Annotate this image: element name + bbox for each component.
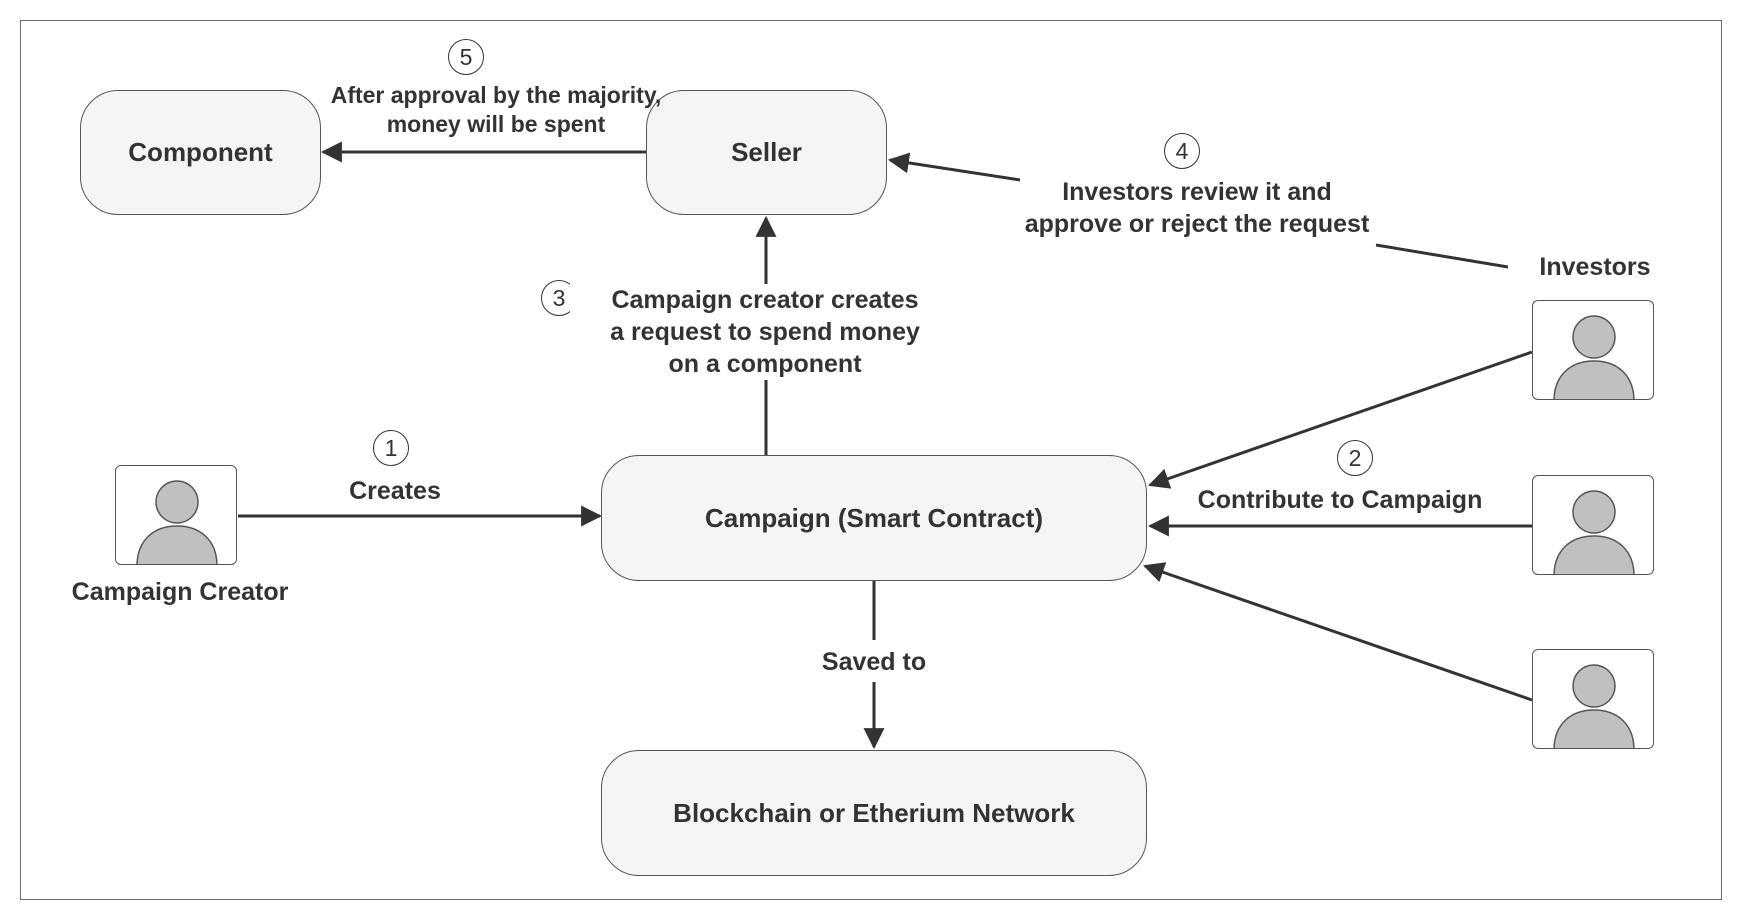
person-icon <box>1553 490 1635 574</box>
blockchain-node: Blockchain or Etherium Network <box>601 750 1147 876</box>
person-icon <box>1553 664 1635 748</box>
step-5-label-line-1: After approval by the majority, <box>330 82 662 108</box>
step-3-label-line-2: a request to spend money <box>610 318 920 346</box>
arrow-investors-to-seller-head <box>887 152 1021 182</box>
step-badge-2: 2 <box>1337 440 1373 476</box>
diagram-frame <box>20 20 1722 900</box>
investor-actor-2 <box>1532 475 1654 575</box>
arrow-investor3-to-campaign <box>1143 562 1533 702</box>
person-icon <box>1553 315 1635 399</box>
arrow-investors-to-seller-tail <box>1375 243 1509 269</box>
step-5-label: After approval by the majority, money wi… <box>316 81 676 139</box>
step-2-label: Contribute to Campaign <box>1197 486 1483 514</box>
investor-actor-3 <box>1532 649 1654 749</box>
campaign-creator-label: Campaign Creator <box>71 578 289 606</box>
step-3-label-line-3: on a component <box>668 350 862 378</box>
campaign-node: Campaign (Smart Contract) <box>601 455 1147 581</box>
arrow-investor1-to-campaign <box>1148 350 1533 489</box>
step-badge-5: 5 <box>448 39 484 75</box>
step-4-label-line-2: approve or reject the request <box>1024 210 1370 238</box>
campaign-creator-actor <box>115 465 237 565</box>
person-icon <box>136 480 218 564</box>
seller-node: Seller <box>646 90 887 215</box>
investors-label: Investors <box>1539 253 1651 281</box>
step-4-label: Investors review it and approve or rejec… <box>997 176 1397 240</box>
step-3-label-line-1: Campaign creator creates <box>611 286 919 314</box>
saved-to-label: Saved to <box>821 648 927 676</box>
step-1-label: Creates <box>349 477 441 505</box>
step-3-label: Campaign creator creates a request to sp… <box>570 284 960 380</box>
blockchain-node-label: Blockchain or Etherium Network <box>673 797 1075 828</box>
component-node-label: Component <box>128 137 273 167</box>
step-badge-4: 4 <box>1164 133 1200 169</box>
step-5-label-line-2: money will be spent <box>386 111 606 137</box>
investor-actor-1 <box>1532 300 1654 400</box>
component-node: Component <box>80 90 321 215</box>
campaign-node-label: Campaign (Smart Contract) <box>704 502 1044 533</box>
step-badge-1: 1 <box>373 430 409 466</box>
seller-node-label: Seller <box>731 137 802 167</box>
step-4-label-line-1: Investors review it and <box>1062 178 1332 206</box>
